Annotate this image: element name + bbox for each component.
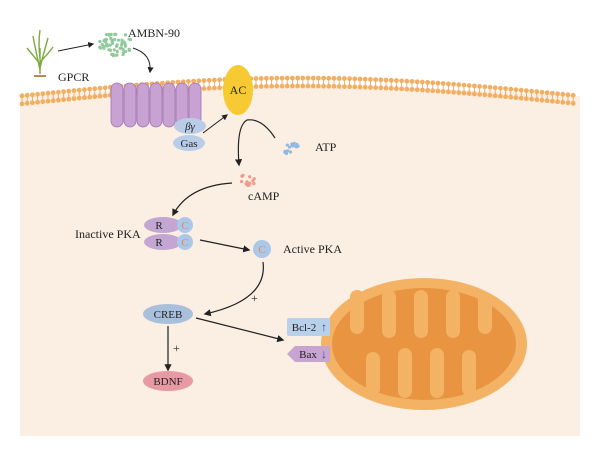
gpcr-receptor <box>110 82 202 128</box>
pka-r-subunit-bottom <box>144 234 182 250</box>
creb-to-mitochondria-arrow <box>195 317 285 343</box>
pka-r-subunit-top <box>144 217 182 233</box>
inactive-pka-complex: R C R C <box>144 217 193 250</box>
creb-bdnf-plus-label: + <box>173 341 180 355</box>
plant-icon <box>26 29 54 77</box>
bcl2-label: Bcl-2 <box>292 322 316 334</box>
bcl2-box <box>287 318 330 336</box>
bdnf-label: BDNF <box>153 376 182 388</box>
atp-label: ATP <box>315 140 337 154</box>
bdnf-node <box>143 371 193 391</box>
inactive-pka-label: Inactive PKA <box>75 227 141 241</box>
plant-to-ambn-arrow <box>57 41 95 52</box>
g-protein-beta-gamma <box>174 118 206 134</box>
bax-down-arrow: ↓ <box>321 347 327 361</box>
gprotein-to-ac-arrow <box>202 114 228 134</box>
atp-to-camp-arrow <box>234 119 276 167</box>
gpcr-label: GPCR <box>58 70 89 84</box>
bcl2-up-arrow: ↑ <box>321 320 327 334</box>
ambn90-particles <box>98 32 133 58</box>
c-bottom-label: C <box>181 237 188 249</box>
c-top-label: C <box>181 220 188 232</box>
g-protein-alpha-s <box>173 135 205 151</box>
bax-label: Bax <box>299 349 317 361</box>
adenylyl-cyclase <box>223 65 253 115</box>
pka-activation-arrow <box>199 239 251 253</box>
ambn-to-gpcr-arrow <box>132 47 154 74</box>
pka-c-subunit-top <box>177 217 193 233</box>
bax-box <box>287 346 330 362</box>
pka-c-subunit-bottom <box>177 234 193 250</box>
creb-node <box>143 304 193 324</box>
ac-label: AC <box>230 83 247 97</box>
pka-creb-plus-label: + <box>251 291 258 305</box>
camp-to-pka-arrow <box>172 182 233 217</box>
active-pka-c-subunit <box>253 240 271 258</box>
beta-gamma-label: βγ <box>184 121 195 133</box>
r-top-label: R <box>155 220 163 232</box>
camp-particles <box>239 173 256 188</box>
c-active-label: C <box>258 244 265 256</box>
r-bottom-label: R <box>155 237 163 249</box>
ambn90-label: AMBN-90 <box>128 26 180 40</box>
atp-particles <box>283 141 300 156</box>
active-pka-label: Active PKA <box>283 242 342 256</box>
gas-label: Gas <box>180 138 197 150</box>
creb-label: CREB <box>154 309 183 321</box>
pka-to-creb-arrow <box>203 261 264 317</box>
mitochondrion <box>321 278 527 410</box>
mitochondrion-cristae <box>350 290 492 398</box>
camp-label: cAMP <box>248 189 280 203</box>
